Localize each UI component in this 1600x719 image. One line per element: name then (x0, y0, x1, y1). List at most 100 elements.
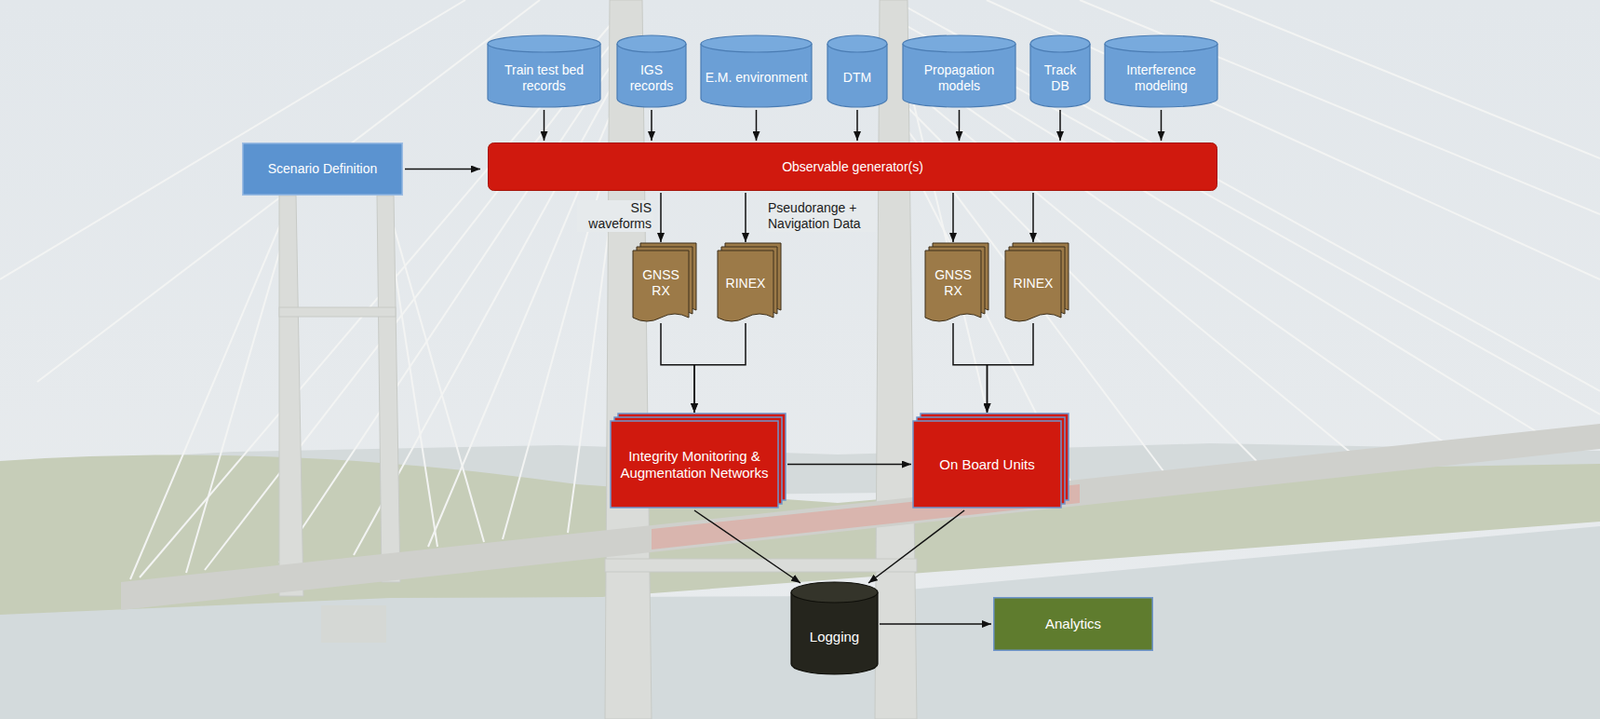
cylinder-body (1030, 43, 1090, 108)
bar-fill (488, 143, 1218, 191)
cylinder-body (617, 43, 686, 108)
cylinder-body (487, 43, 601, 108)
cylinder-body (827, 43, 888, 108)
text-area: Integrity Monitoring & Augmentation Netw… (614, 424, 775, 504)
cylinder-top (827, 35, 888, 53)
node-label: GNSS RX (927, 267, 980, 299)
cylinder-top (791, 581, 878, 603)
flow-arrow (856, 109, 859, 141)
node-label: Observable generator(s) (781, 159, 924, 175)
text-area: Scenario Definition (247, 146, 398, 192)
node-label: IGS records (620, 62, 683, 95)
pylons (279, 307, 396, 317)
flow-arrow (755, 109, 758, 141)
text-area: RINEX (719, 252, 772, 314)
text-area: Train test bed records (491, 53, 597, 102)
data-source-cylinder: DTM (827, 35, 888, 108)
data-source-cylinder: Propagation models (902, 35, 1016, 108)
flow-arrow (1032, 192, 1035, 243)
cylinder-body (700, 43, 812, 108)
flow-arrow (404, 168, 481, 171)
node-label: Integrity Monitoring & Augmentation Netw… (614, 447, 775, 482)
data-source-cylinder: Interference modeling (1104, 35, 1218, 108)
node-label: RINEX (726, 275, 767, 292)
cables (893, 0, 1600, 391)
cables (893, 55, 1443, 442)
pylons (279, 195, 304, 596)
pylons (376, 195, 401, 582)
document-page (925, 250, 982, 322)
cylinder-body (1104, 43, 1218, 108)
text-area: RINEX (1007, 252, 1060, 314)
unit-stack: Integrity Monitoring & Augmentation Netw… (610, 413, 786, 508)
process-box: Scenario Definition (242, 142, 404, 196)
text-area: GNSS RX (927, 252, 980, 314)
bridge-deck (121, 423, 1600, 610)
text-area: On Board Units (916, 424, 1058, 504)
cables (386, 200, 485, 542)
flow-arrow (659, 192, 662, 243)
cables (204, 27, 624, 570)
text-area: Analytics (998, 600, 1148, 647)
unit-layer (610, 420, 779, 508)
document-stack: GNSS RX (925, 242, 989, 325)
flow-arrow (650, 109, 653, 141)
document-stack: RINEX (717, 242, 781, 325)
cylinder-top (617, 35, 686, 53)
cylinder-body (791, 591, 878, 674)
bridge-pier (321, 605, 387, 643)
flow-arrow (543, 109, 546, 141)
log-database: Logging (791, 581, 878, 674)
node-label: Track DB (1034, 62, 1087, 95)
node-label: Propagation models (906, 62, 1012, 95)
node-label: Scenario Definition (268, 161, 378, 177)
text-area: Observable generator(s) (493, 146, 1212, 188)
node-label: On Board Units (939, 456, 1036, 473)
cylinder-top (700, 35, 812, 53)
box-fill (242, 143, 404, 196)
cables (986, 0, 1600, 280)
text-area: E.M. environment (704, 53, 808, 102)
generator-bar: Observable generator(s) (487, 142, 1218, 191)
edge-label: SIS waveforms (577, 200, 654, 232)
flow-arrow (953, 322, 988, 413)
pylons (605, 0, 652, 719)
cylinder-top (1104, 35, 1218, 53)
node-label: Analytics (1045, 615, 1102, 632)
cylinder-top (902, 35, 1016, 53)
document-page (1005, 250, 1062, 322)
document-stack: GNSS RX (632, 242, 697, 325)
cylinder-top (1030, 35, 1090, 53)
document-page (717, 250, 774, 322)
flow-arrow (1160, 109, 1163, 141)
cables (893, 37, 1536, 431)
pylons (605, 558, 917, 572)
flow-arrow (987, 322, 1035, 413)
flow-arrow (694, 510, 801, 583)
cables (130, 200, 291, 579)
document-page (632, 250, 689, 322)
node-label: Interference modeling (1108, 62, 1214, 95)
edge-label: Pseudorange + Navigation Data (766, 200, 876, 232)
text-area: DTM (831, 53, 884, 102)
unit-layer (913, 420, 1062, 508)
process-box: Analytics (993, 596, 1154, 651)
cylinder-body (902, 43, 1016, 108)
flow-arrow (694, 322, 746, 413)
flow-arrow (958, 109, 961, 141)
unit-stack: On Board Units (913, 413, 1069, 508)
data-source-cylinder: E.M. environment (700, 35, 812, 108)
water (0, 525, 1600, 719)
node-label: DTM (843, 69, 872, 86)
box-fill (994, 597, 1154, 651)
flow-arrow (744, 192, 747, 243)
text-area: Track DB (1034, 53, 1087, 102)
flow-arrow (952, 192, 955, 243)
text-area: Logging (794, 604, 874, 669)
node-label: Logging (809, 628, 860, 646)
document-stack: RINEX (1005, 242, 1069, 325)
text-area: IGS records (620, 53, 683, 102)
data-source-cylinder: Train test bed records (487, 35, 601, 108)
